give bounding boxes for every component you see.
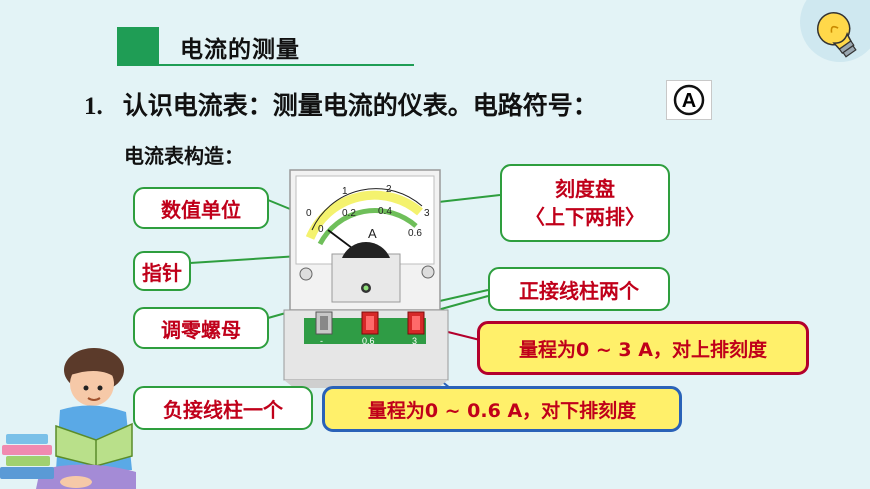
label-range-06a: 量程为0 ~ 0.6 A，对下排刻度 xyxy=(322,386,682,432)
lower-tick-0: 0 xyxy=(318,224,324,235)
ammeter-symbol-icon: A xyxy=(666,80,712,120)
label-negative-terminal: 负接线柱一个 xyxy=(133,386,313,430)
book-stack-icon xyxy=(0,434,54,479)
label-positive-terminals: 正接线柱两个 xyxy=(488,267,670,311)
intro-line: 1. 认识电流表：测量电流的仪表。电路符号： xyxy=(84,86,598,122)
label-pointer: 指针 xyxy=(133,251,191,291)
header-square xyxy=(117,27,159,65)
label-zero-nut: 调零螺母 xyxy=(133,307,269,349)
terminal-label-06: 0.6 xyxy=(362,336,375,346)
label-range-3a: 量程为0 ~ 3 A，对上排刻度 xyxy=(477,321,809,375)
upper-tick-2: 2 xyxy=(386,184,392,195)
intro-text: 认识电流表：测量电流的仪表。电路符号： xyxy=(122,91,598,120)
lower-tick-2: 0.4 xyxy=(378,206,392,217)
upper-tick-0: 0 xyxy=(306,208,312,219)
page-title: 电流的测量 xyxy=(180,37,300,63)
lower-tick-3: 0.6 xyxy=(408,228,422,239)
upper-tick-3: 3 xyxy=(424,208,430,219)
terminal-label-3: 3 xyxy=(412,336,417,346)
symbol-letter: A xyxy=(682,90,696,112)
label-dial: 刻度盘 〈上下两排〉 xyxy=(500,164,670,242)
lower-tick-1: 0.2 xyxy=(342,208,356,219)
meter-unit-letter: A xyxy=(368,226,377,241)
label-dial-line2: 〈上下两排〉 xyxy=(525,205,645,229)
terminal-label-negative: - xyxy=(320,336,323,346)
intro-number: 1. xyxy=(84,93,103,120)
label-dial-line1: 刻度盘 xyxy=(555,177,615,201)
label-unit: 数值单位 xyxy=(133,187,269,229)
header-underline xyxy=(117,64,414,66)
reading-child-illustration xyxy=(36,348,136,489)
upper-tick-1: 1 xyxy=(342,186,348,197)
ammeter-illustration: 0 1 2 3 0 0.2 0.4 0.6 A - 0.6 3 xyxy=(283,169,449,388)
lightbulb-icon xyxy=(800,0,870,62)
subtitle: 电流表构造： xyxy=(124,144,244,168)
